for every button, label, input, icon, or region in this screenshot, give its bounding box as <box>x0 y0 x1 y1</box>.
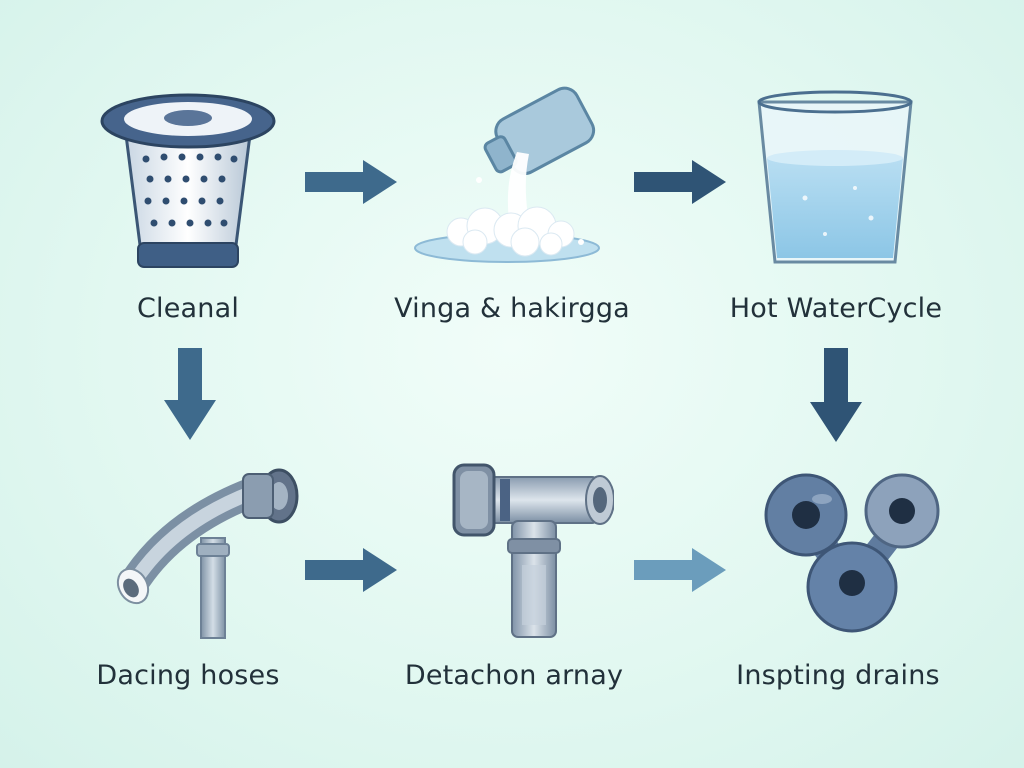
step-label: Vinga & hakirgga <box>394 293 630 324</box>
water-glass-icon <box>757 90 913 264</box>
pouring-powder-icon <box>414 86 600 263</box>
arrow-down-icon <box>164 348 216 440</box>
step-label: Hot WaterCycle <box>729 293 943 324</box>
step-inspting-drains <box>722 465 982 645</box>
step-label: Dacing hoses <box>96 660 280 691</box>
step-vinegar-baking-soda <box>380 82 640 272</box>
strainer-basket-icon <box>100 93 276 268</box>
arrow-down-icon <box>810 348 862 442</box>
step-label: Inspting drains <box>736 660 940 691</box>
step-cleanal <box>58 85 318 275</box>
step-detachon-arnay <box>384 455 644 645</box>
step-hot-water-cycle <box>705 88 965 278</box>
drain-connector-icon <box>764 473 940 633</box>
step-dacing-hoses <box>78 460 338 650</box>
arrow-right-icon <box>634 548 726 592</box>
bent-hose-pipe-icon <box>116 468 299 639</box>
arrow-right-icon <box>305 548 397 592</box>
arrow-right-icon <box>634 160 726 204</box>
step-label: Cleanal <box>136 293 240 324</box>
step-label: Detachon arnay <box>404 660 624 691</box>
t-pipe-fitting-icon <box>452 463 614 638</box>
arrow-right-icon <box>305 160 397 204</box>
